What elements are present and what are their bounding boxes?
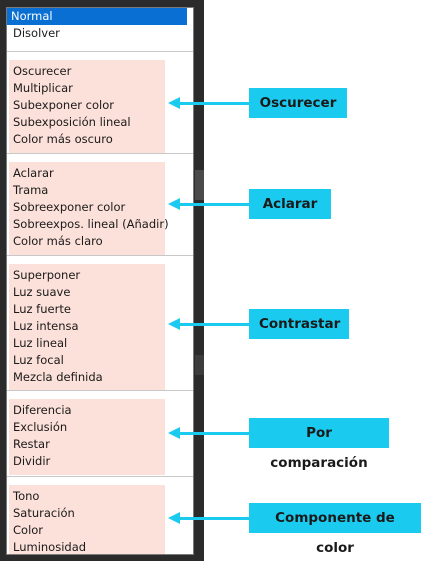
- menu-item[interactable]: Dividir: [13, 454, 51, 468]
- callout-arrow: [168, 198, 250, 210]
- menu-item[interactable]: Oscurecer: [13, 64, 72, 78]
- group-highlight: [9, 399, 165, 475]
- group-callout-label: Aclarar: [249, 189, 331, 219]
- callout-arrow: [168, 318, 250, 330]
- menu-item[interactable]: Tono: [13, 489, 40, 503]
- menu-item[interactable]: Diferencia: [13, 403, 72, 417]
- menu-item[interactable]: Luz suave: [13, 285, 71, 299]
- group-callout-label: Oscurecer: [249, 88, 347, 118]
- menu-item[interactable]: Aclarar: [13, 166, 54, 180]
- menu-separator: [7, 476, 193, 477]
- group-callout-label: Por comparación: [249, 418, 389, 471]
- menu-item[interactable]: Sobreexpos. lineal (Añadir): [13, 217, 169, 231]
- menu-item[interactable]: Multiplicar: [13, 81, 73, 95]
- callout-arrow: [168, 97, 250, 109]
- group-highlight: [9, 264, 165, 391]
- menu-item-disolver[interactable]: Disolver: [13, 26, 60, 40]
- group-callout-label: Componente de color: [249, 503, 421, 556]
- background-fragment: [195, 355, 204, 375]
- menu-separator: [7, 255, 193, 256]
- group-highlight: [9, 162, 165, 255]
- menu-separator: [7, 390, 193, 391]
- menu-item-normal[interactable]: Normal: [7, 8, 187, 25]
- menu-item[interactable]: Luz focal: [13, 353, 64, 367]
- menu-item[interactable]: Exclusión: [13, 420, 68, 434]
- menu-item[interactable]: Saturación: [13, 506, 75, 520]
- menu-item[interactable]: Subexposición lineal: [13, 115, 131, 129]
- group-callout-label: Contrastar: [249, 309, 349, 339]
- menu-item[interactable]: Luminosidad: [13, 540, 87, 554]
- menu-item[interactable]: Restar: [13, 437, 50, 451]
- menu-separator: [7, 51, 193, 52]
- menu-item[interactable]: Color: [13, 523, 44, 537]
- menu-item[interactable]: Luz lineal: [13, 336, 68, 350]
- menu-item[interactable]: Mezcla definida: [13, 370, 103, 384]
- menu-item[interactable]: Superponer: [13, 268, 81, 282]
- menu-item[interactable]: Color más claro: [13, 234, 103, 248]
- menu-item[interactable]: Trama: [13, 183, 49, 197]
- group-highlight: [9, 60, 165, 153]
- menu-item[interactable]: Luz intensa: [13, 319, 79, 333]
- callout-arrow: [168, 512, 250, 524]
- menu-separator: [7, 153, 193, 154]
- background-fragment: [195, 170, 204, 200]
- menu-item[interactable]: Luz fuerte: [13, 302, 71, 316]
- group-highlight: [9, 485, 165, 554]
- menu-item[interactable]: Sobreexponer color: [13, 200, 126, 214]
- menu-item[interactable]: Color más oscuro: [13, 132, 113, 146]
- callout-arrow: [168, 427, 250, 439]
- menu-item[interactable]: Subexponer color: [13, 98, 114, 112]
